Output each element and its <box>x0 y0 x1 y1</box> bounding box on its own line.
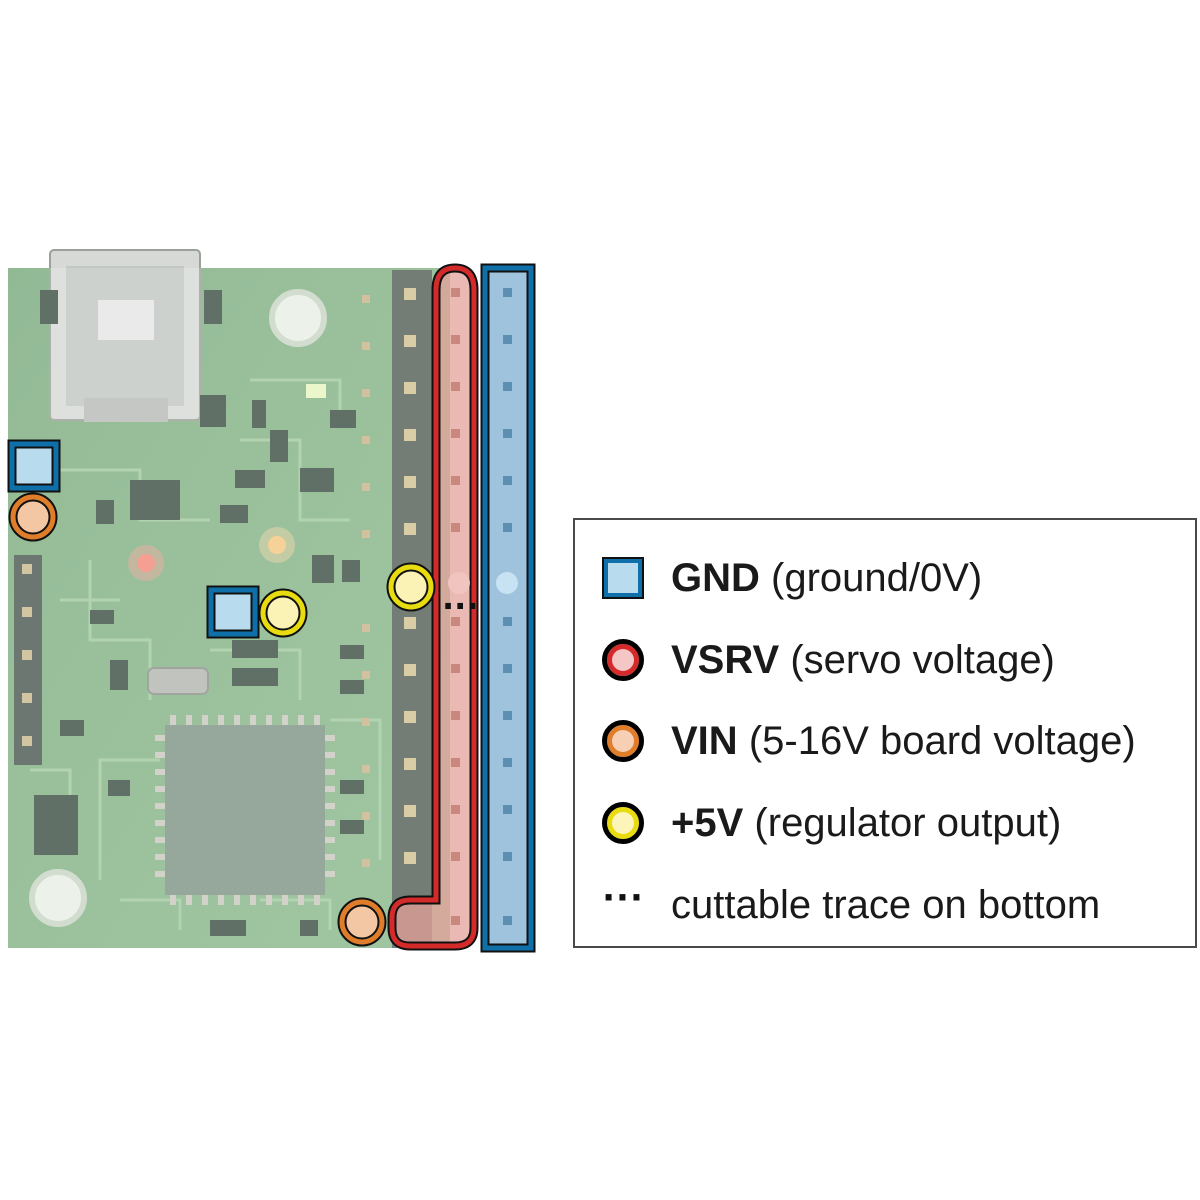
vias <box>362 295 370 867</box>
vsrv-circle-icon <box>602 639 644 681</box>
legend-description: (5-16V board voltage) <box>748 718 1136 763</box>
smd-components <box>34 290 364 936</box>
legend-description: (regulator output) <box>754 800 1062 845</box>
vsrv-rail <box>387 263 479 951</box>
led-red <box>137 554 155 572</box>
legend-description: (ground/0V) <box>771 555 983 600</box>
plus5v-marker <box>258 588 308 638</box>
vin-marker <box>8 492 58 542</box>
legend-label: GND <box>671 555 760 600</box>
crystal <box>147 667 209 695</box>
legend-box: GND (ground/0V) VSRV (servo voltage) VIN… <box>573 518 1197 948</box>
gnd-marker <box>7 439 61 493</box>
legend-item-vsrv: VSRV (servo voltage) <box>597 630 1055 690</box>
legend-item-vin: VIN (5-16V board voltage) <box>597 711 1136 771</box>
usb-connector <box>49 249 201 422</box>
legend-description: cuttable trace on bottom <box>671 882 1101 927</box>
led-yellow <box>268 536 286 554</box>
plus5v-marker <box>386 562 436 612</box>
cuttable-trace-marker: ··· <box>442 587 478 625</box>
mounting-hole <box>269 289 327 347</box>
legend-item-plus5v: +5V (regulator output) <box>597 793 1061 853</box>
microcontroller-chip <box>155 715 335 905</box>
vin-marker <box>337 897 387 947</box>
gnd-marker <box>206 585 260 639</box>
led-yellow-glow <box>259 527 295 563</box>
vin-circle-icon <box>602 720 644 762</box>
gnd-square-icon <box>602 557 644 599</box>
mounting-hole <box>29 869 87 927</box>
led-green <box>306 384 326 398</box>
legend-label: +5V <box>671 800 744 845</box>
legend-label: VIN <box>671 718 738 763</box>
dots-icon: ··· <box>602 878 644 918</box>
left-header <box>14 555 42 765</box>
legend-item-gnd: GND (ground/0V) <box>597 548 982 608</box>
legend-label: VSRV <box>671 637 780 682</box>
signal-header <box>392 270 432 948</box>
plus5v-circle-icon <box>602 802 644 844</box>
legend-description: (servo voltage) <box>790 637 1055 682</box>
legend-item-cuttable-trace: ··· cuttable trace on bottom <box>597 875 1100 935</box>
gnd-rail <box>480 263 536 953</box>
led-red-glow <box>128 545 164 581</box>
